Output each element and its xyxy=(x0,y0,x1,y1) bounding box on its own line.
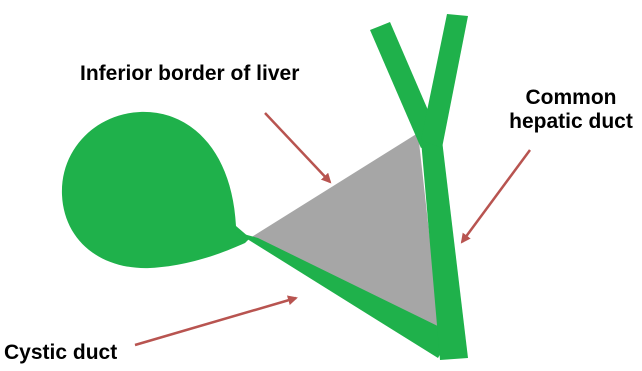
liver-region xyxy=(250,133,440,330)
right-hepatic-branch xyxy=(421,14,468,148)
arrow-to-liver-border xyxy=(265,113,330,182)
label-common-hepatic-duct-line2: hepatic duct xyxy=(496,110,642,134)
arrow-to-cystic-duct xyxy=(135,298,296,345)
label-common-hepatic-duct: Common hepatic duct xyxy=(496,86,642,134)
label-inferior-border-of-liver: Inferior border of liver xyxy=(80,62,299,86)
label-cystic-duct: Cystic duct xyxy=(4,341,117,365)
arrow-to-hepatic-duct xyxy=(462,150,530,242)
gallbladder xyxy=(62,112,250,268)
label-common-hepatic-duct-line1: Common xyxy=(496,86,642,110)
